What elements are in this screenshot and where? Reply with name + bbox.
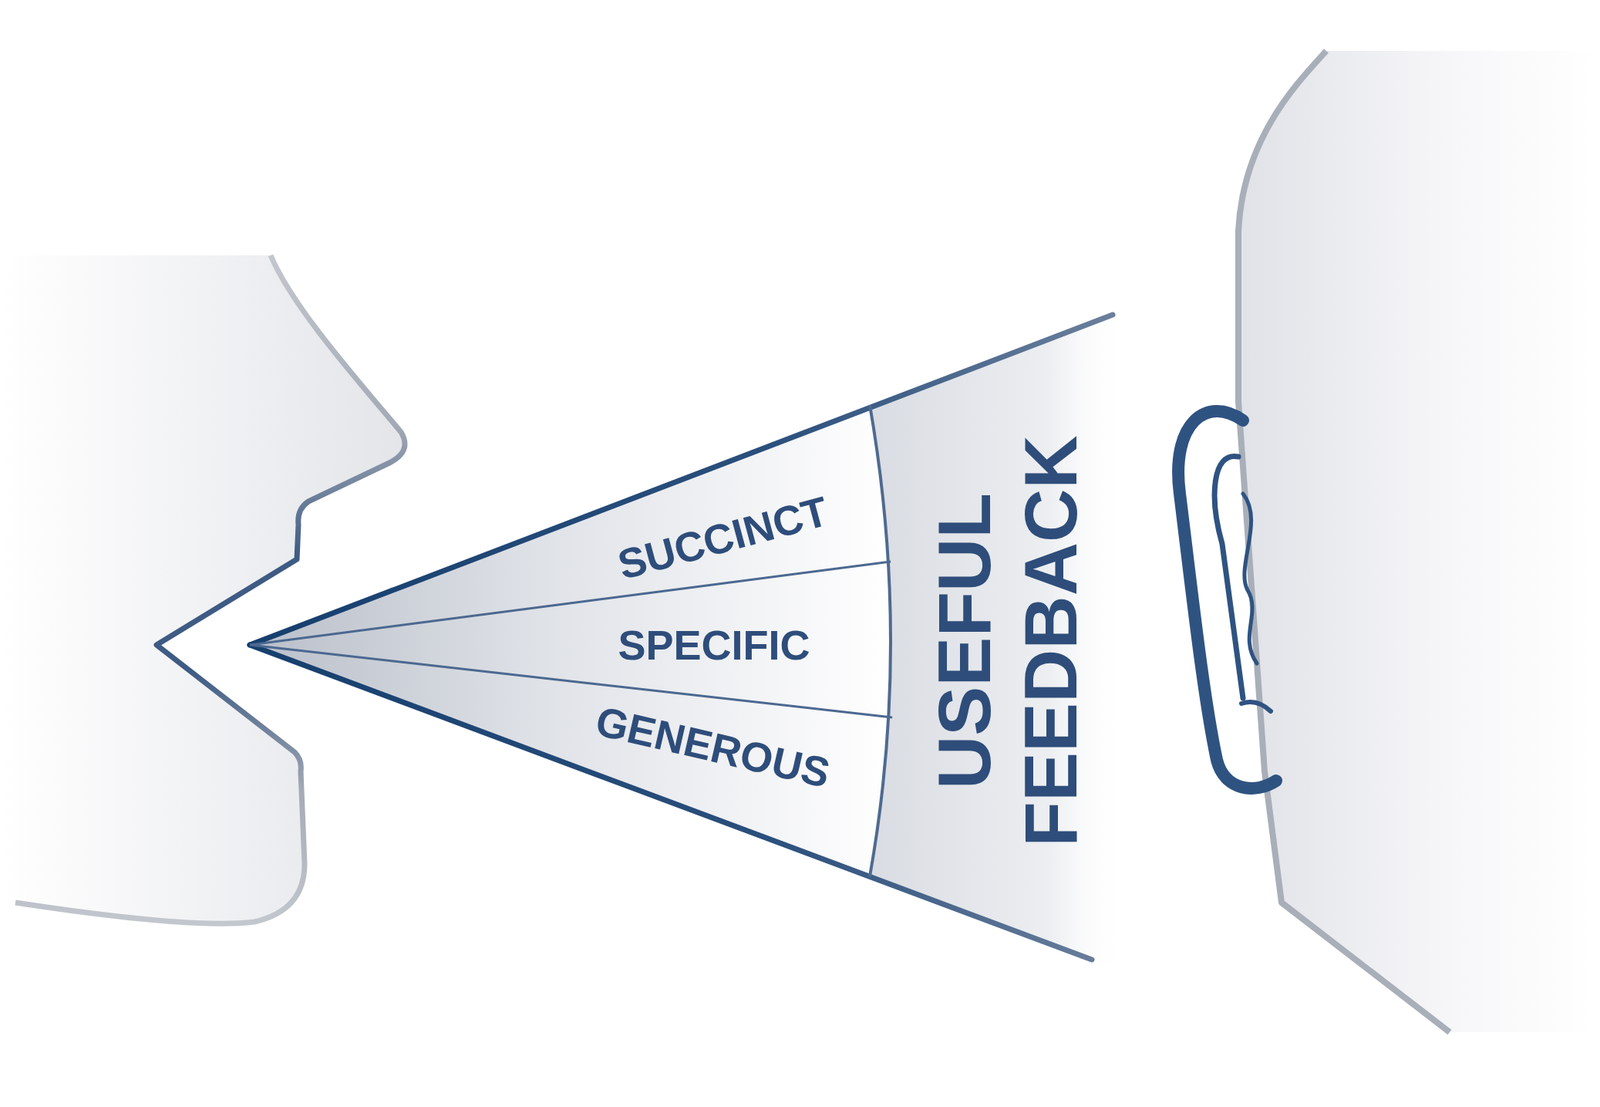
band-arc [869, 404, 891, 876]
face-outline [15, 255, 405, 923]
cone-divider [249, 644, 893, 718]
cone-divider [249, 561, 891, 645]
band-label: USEFUL FEEDBACK [921, 409, 1095, 873]
feedback-band: USEFUL FEEDBACK [869, 314, 1128, 964]
head-outline [1238, 50, 1450, 1032]
ear-fold [1242, 493, 1257, 664]
ear-inner [1214, 455, 1243, 698]
speaker-face [0, 255, 405, 923]
cone-edge [249, 314, 1113, 645]
listener-head [1238, 50, 1600, 1032]
cone-edge [249, 644, 1092, 960]
ear-helix [1178, 410, 1277, 789]
segment-fill [869, 314, 1128, 964]
segment-fill [249, 644, 889, 876]
segment-label: SPECIFIC [618, 623, 811, 666]
cone-segment: GENEROUS [249, 644, 889, 876]
ear-tragus [1241, 701, 1271, 711]
